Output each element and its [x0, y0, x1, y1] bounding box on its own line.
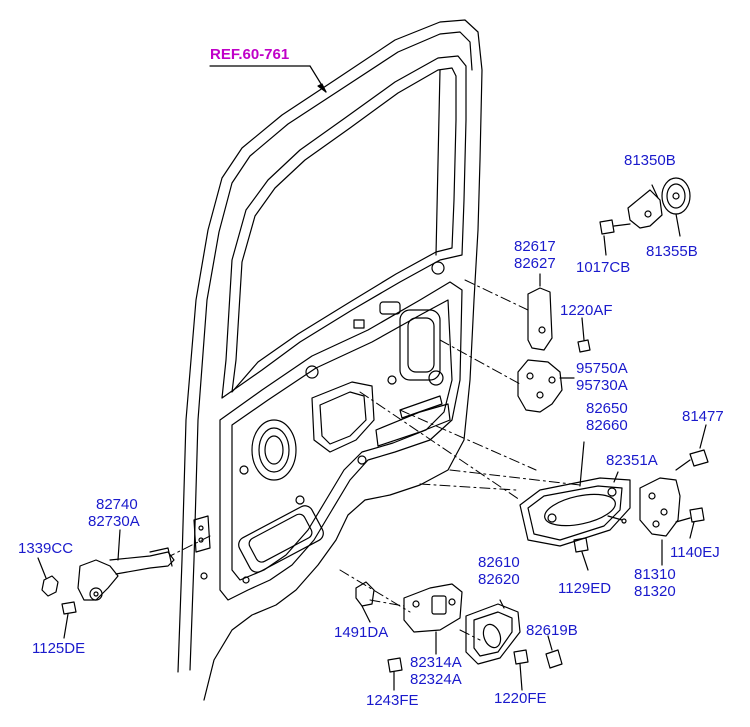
part-label-81320: 81320	[634, 583, 676, 600]
speaker-opening	[251, 419, 297, 481]
part-label-81355B: 81355B	[646, 243, 698, 260]
inner-panel	[219, 281, 463, 601]
part-label-1129ED: 1129ED	[558, 580, 612, 597]
part-label-82660: 82660	[586, 417, 628, 434]
striker-plate	[599, 177, 691, 256]
part-label-82351A: 82351A	[606, 452, 658, 469]
part-label-1220FE: 1220FE	[494, 690, 547, 707]
outside-handle	[519, 441, 631, 571]
part-label-1491DA: 1491DA	[334, 624, 389, 641]
part-label-82324A: 82324A	[410, 671, 462, 688]
part-label-82314A: 82314A	[410, 654, 462, 671]
handle-escutcheon	[465, 599, 563, 691]
part-label-82650: 82650	[586, 400, 628, 417]
part-label-81350B: 81350B	[624, 152, 676, 169]
part-label-82617: 82617	[514, 238, 556, 255]
door-checker	[37, 529, 175, 639]
part-label-95750A: 95750A	[576, 360, 628, 377]
part-label-1125DE: 1125DE	[32, 640, 86, 657]
lock-bracket	[355, 581, 463, 691]
part-label-1339CC: 1339CC	[18, 540, 74, 557]
part-label-82627: 82627	[514, 255, 556, 272]
part-label-82730A: 82730A	[88, 513, 140, 530]
part-label-1243FE: 1243FE	[366, 692, 419, 709]
door-latch-assembly	[639, 424, 709, 566]
part-label-81477: 81477	[682, 408, 724, 425]
window-opening	[221, 55, 467, 399]
part-label-82619B: 82619B	[526, 622, 578, 639]
part-label-1017CB: 1017CB	[576, 259, 631, 276]
part-label-81310: 81310	[634, 566, 676, 583]
part-label-1220AF: 1220AF	[560, 302, 613, 319]
part-label-82620: 82620	[478, 571, 520, 588]
part-label-82740: 82740	[96, 496, 138, 513]
part-label-82610: 82610	[478, 554, 520, 571]
dashed-leaders	[169, 279, 581, 641]
door-panel	[177, 19, 483, 701]
inside-handle-part	[517, 273, 591, 413]
ref-leader	[209, 65, 327, 93]
part-label-1140EJ: 1140EJ	[670, 544, 720, 561]
part-label-95730A: 95730A	[576, 377, 628, 394]
ref-label: REF.60-761	[210, 46, 290, 63]
